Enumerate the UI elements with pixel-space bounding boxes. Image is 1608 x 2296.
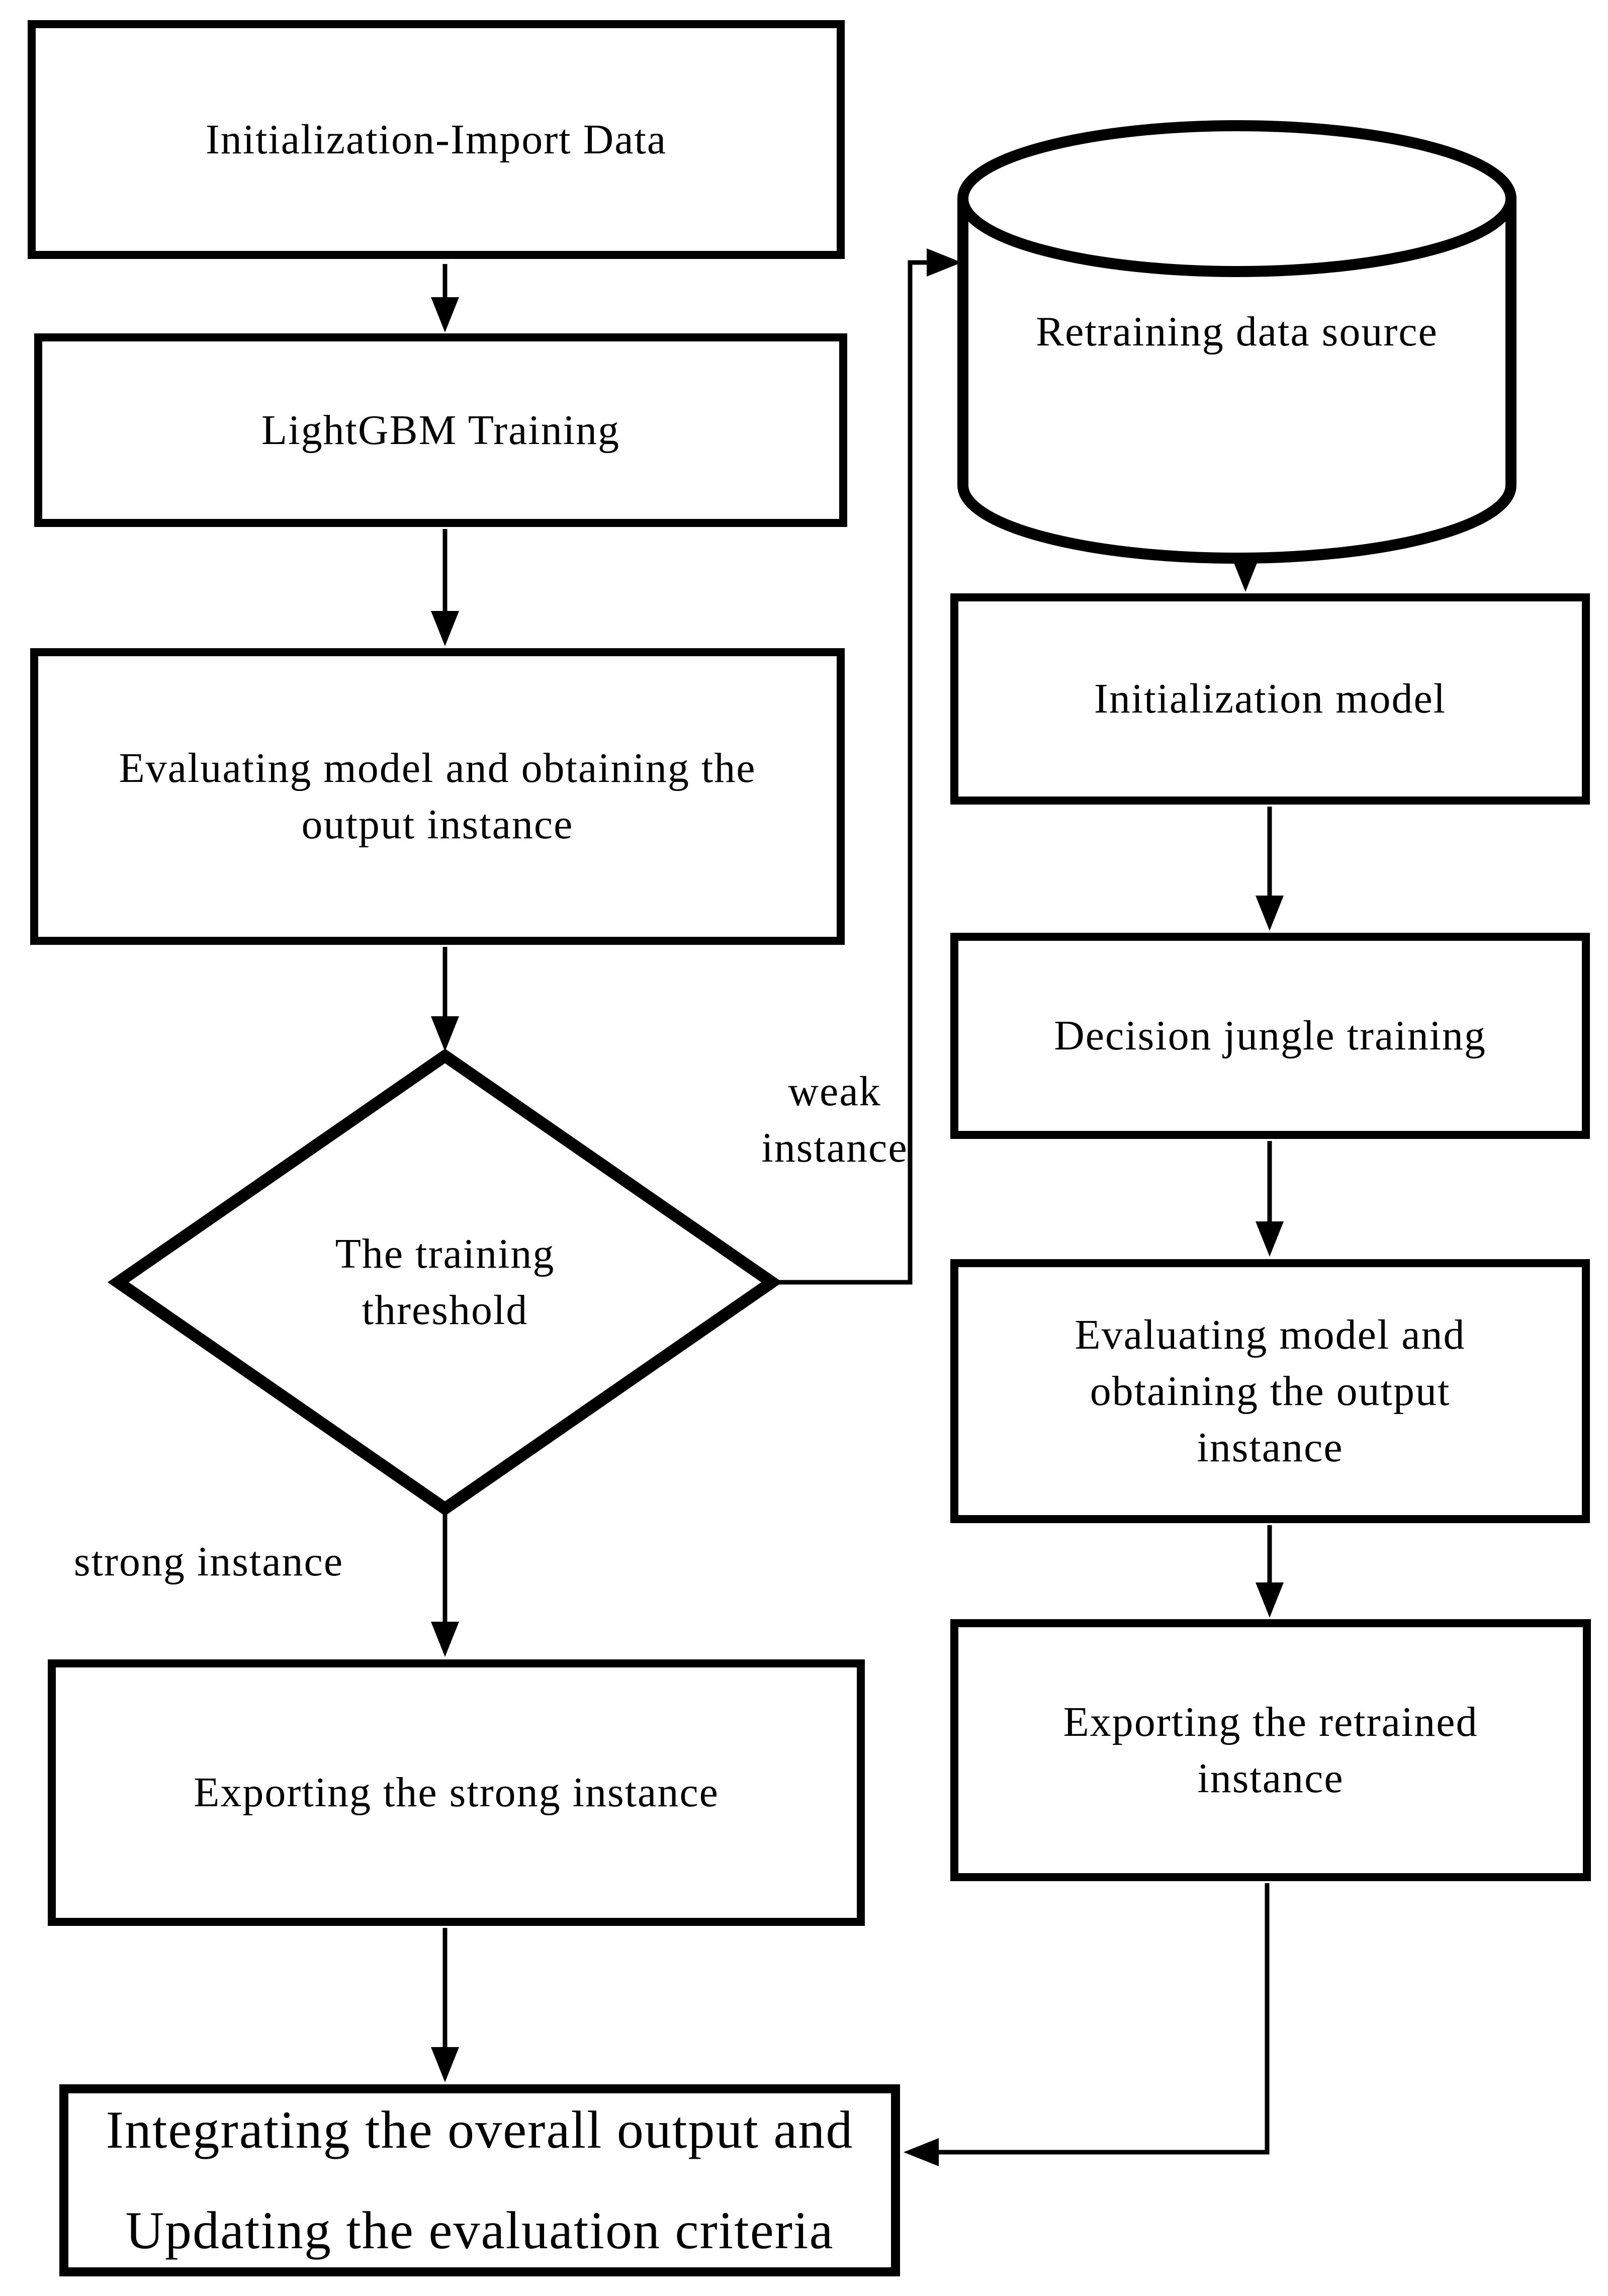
node-retraining-data-source-label: Retraining data source (963, 282, 1511, 382)
node-integrating-overall-output: Integrating the overall output and Updat… (59, 2084, 900, 2276)
connector-export-retrained-to-integrate (904, 1883, 1270, 2166)
node-exporting-retrained-instance: Exporting the retrained instance (950, 1619, 1591, 1881)
node-label-line: Exporting the retrained (1063, 1698, 1478, 1745)
node-label-line: Evaluating model and obtaining the (119, 745, 756, 791)
node-label-line: output instance (301, 801, 574, 848)
edge-label-line: instance (761, 1124, 908, 1171)
node-label: Initialization model (1094, 675, 1447, 722)
training-threshold-diamond (107, 1048, 783, 1516)
node-label: Decision jungle training (1054, 1012, 1486, 1059)
node-label-line: obtaining the output (1090, 1367, 1451, 1415)
node-lightgbm-training: LightGBM Training (34, 333, 847, 527)
connector-weak-instance-to-retraining-source (776, 248, 962, 1285)
node-initialization-model: Initialization model (950, 593, 1590, 805)
node-initialization-import-data: Initialization-Import Data (28, 20, 845, 259)
retraining-data-source-cylinder-body (957, 199, 1516, 564)
edge-label-weak-instance: weak instance (744, 1064, 925, 1176)
node-label-line: Updating the evaluation criteria (125, 2201, 834, 2260)
node-label: Exporting the strong instance (194, 1769, 719, 1816)
node-label-line: Integrating the overall output and (106, 2100, 854, 2159)
node-label-line: instance (1197, 1424, 1344, 1471)
node-evaluating-model-right: Evaluating model and obtaining the outpu… (950, 1259, 1590, 1523)
node-label: Retraining data source (1036, 308, 1438, 355)
edge-label-strong-instance: strong instance (48, 1534, 370, 1590)
node-decision-jungle-training: Decision jungle training (950, 933, 1590, 1139)
edge-label-line: weak (788, 1068, 881, 1115)
node-label-line: instance (1197, 1754, 1344, 1802)
node-exporting-strong-instance: Exporting the strong instance (48, 1659, 865, 1926)
node-training-threshold-label: The training threshold (219, 1207, 671, 1358)
node-label-line: Evaluating model and (1075, 1311, 1466, 1358)
edge-label-line: strong instance (73, 1538, 344, 1585)
node-label: LightGBM Training (261, 406, 620, 454)
node-label: Initialization-Import Data (205, 116, 667, 163)
node-label-line: The training (335, 1230, 555, 1277)
retraining-data-source-cylinder-top (957, 120, 1516, 277)
node-evaluating-model-left: Evaluating model and obtaining the outpu… (30, 648, 845, 945)
node-label-line: threshold (362, 1287, 528, 1334)
